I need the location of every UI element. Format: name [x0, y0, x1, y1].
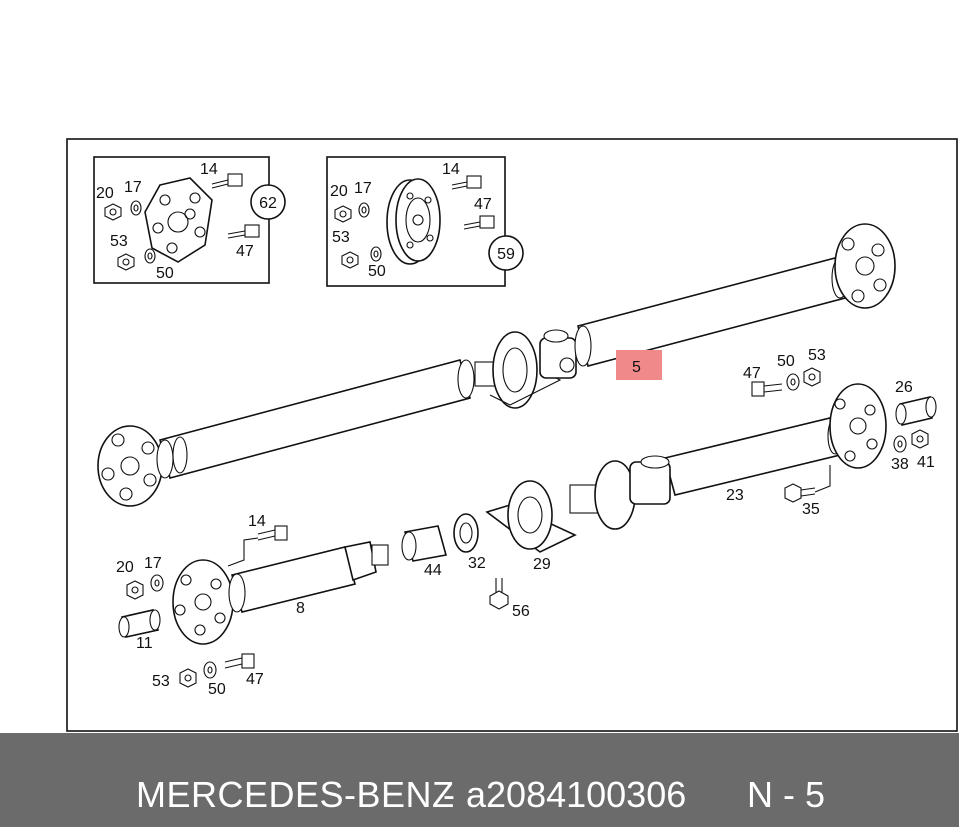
callout-47: 47 [474, 196, 492, 213]
washer-icon [203, 661, 217, 679]
diagram-frame [66, 138, 958, 732]
bolt-icon [227, 224, 260, 239]
center-bearing-icon: 29 [485, 480, 577, 573]
bolt-icon: 56 [489, 578, 530, 620]
inset-damper-disc-59: 59 14 20 17 47 53 50 [326, 156, 524, 287]
propeller-shaft-assembled: 5 [97, 223, 896, 507]
footer-bar: MERCEDES-BENZ - a2084100306 N - 5 [0, 733, 959, 827]
callout-62: 62 [259, 195, 277, 212]
callout-47: 47 [236, 243, 254, 260]
center-bearing-icon [474, 329, 577, 409]
inset-flex-disc-62: 62 14 20 17 53 50 47 [93, 156, 286, 284]
flex-disc-icon [834, 223, 896, 309]
callout-14: 14 [442, 161, 460, 178]
washer-icon [130, 200, 142, 216]
nut-icon [911, 429, 929, 449]
nut-icon [334, 205, 352, 223]
callout-20: 20 [116, 559, 134, 576]
rear-shaft-section: 23 47 50 53 26 38 41 35 [569, 347, 937, 530]
front-shaft-section: 8 14 20 17 11 53 50 47 [116, 513, 389, 698]
washer-icon [358, 202, 370, 218]
bolt-icon [224, 653, 255, 669]
callout-11: 11 [136, 635, 153, 652]
callout-23: 23 [726, 487, 744, 504]
callout-53: 53 [332, 229, 350, 246]
bolt-icon [211, 173, 243, 189]
callout-14: 14 [200, 161, 218, 178]
callout-53: 53 [110, 233, 128, 250]
bolt-icon [463, 215, 495, 230]
nut-icon [117, 253, 135, 271]
callout-35: 35 [802, 501, 820, 518]
bearing-ring-icon: 32 [453, 513, 486, 572]
callout-14: 14 [248, 513, 266, 530]
separator: - [443, 774, 455, 815]
sleeve-icon [895, 396, 937, 426]
sleeve-icon: 44 [401, 525, 448, 579]
callout-5: 5 [632, 359, 641, 376]
washer-icon [370, 246, 382, 262]
callout-20: 20 [330, 183, 348, 200]
callout-circle [250, 184, 286, 220]
sleeve-icon [118, 609, 161, 638]
callout-50: 50 [208, 681, 226, 698]
callout-53: 53 [152, 673, 170, 690]
callout-26: 26 [895, 379, 913, 396]
callout-38: 38 [891, 456, 909, 473]
callout-53: 53 [808, 347, 826, 364]
callout-47: 47 [743, 365, 761, 382]
driveshaft-exploded-diagram: 62 14 20 17 53 50 47 59 14 [66, 138, 958, 732]
bolt-icon [257, 525, 288, 541]
callout-50: 50 [777, 353, 795, 370]
nut-icon [104, 203, 122, 221]
part-number: a2084100306 [466, 774, 687, 815]
nut-icon [179, 668, 197, 688]
callout-32: 32 [468, 555, 486, 572]
callout-56: 56 [512, 603, 530, 620]
callout-41: 41 [917, 454, 935, 471]
bolt-icon [451, 175, 482, 190]
callout-20: 20 [96, 185, 114, 202]
damper-disc-icon [386, 178, 441, 265]
callout-50: 50 [156, 265, 174, 282]
position-number: N - 5 [747, 774, 826, 815]
universal-joint-icon [569, 455, 671, 530]
washer-icon [893, 435, 907, 453]
washer-icon [150, 574, 164, 592]
washer-icon [786, 373, 800, 391]
flex-disc-icon [144, 177, 213, 263]
callout-29: 29 [533, 556, 551, 573]
flex-disc-icon [829, 383, 887, 469]
callout-8: 8 [296, 600, 305, 617]
nut-icon [341, 251, 359, 269]
washer-icon [144, 248, 156, 264]
flex-disc-icon [172, 559, 234, 645]
nut-icon [126, 580, 144, 600]
callout-50: 50 [368, 263, 386, 280]
callout-59: 59 [497, 246, 515, 263]
highlight-label-5 [616, 350, 662, 380]
callout-17: 17 [124, 179, 142, 196]
brand-name: MERCEDES-BENZ [136, 774, 455, 815]
bolt-icon [751, 381, 783, 397]
flex-disc-icon [97, 425, 163, 507]
callout-circle [488, 235, 524, 271]
nut-icon [803, 367, 821, 387]
callout-17: 17 [144, 555, 162, 572]
bolt-icon [784, 483, 816, 503]
callout-17: 17 [354, 180, 372, 197]
callout-47: 47 [246, 671, 264, 688]
callout-44: 44 [424, 562, 442, 579]
